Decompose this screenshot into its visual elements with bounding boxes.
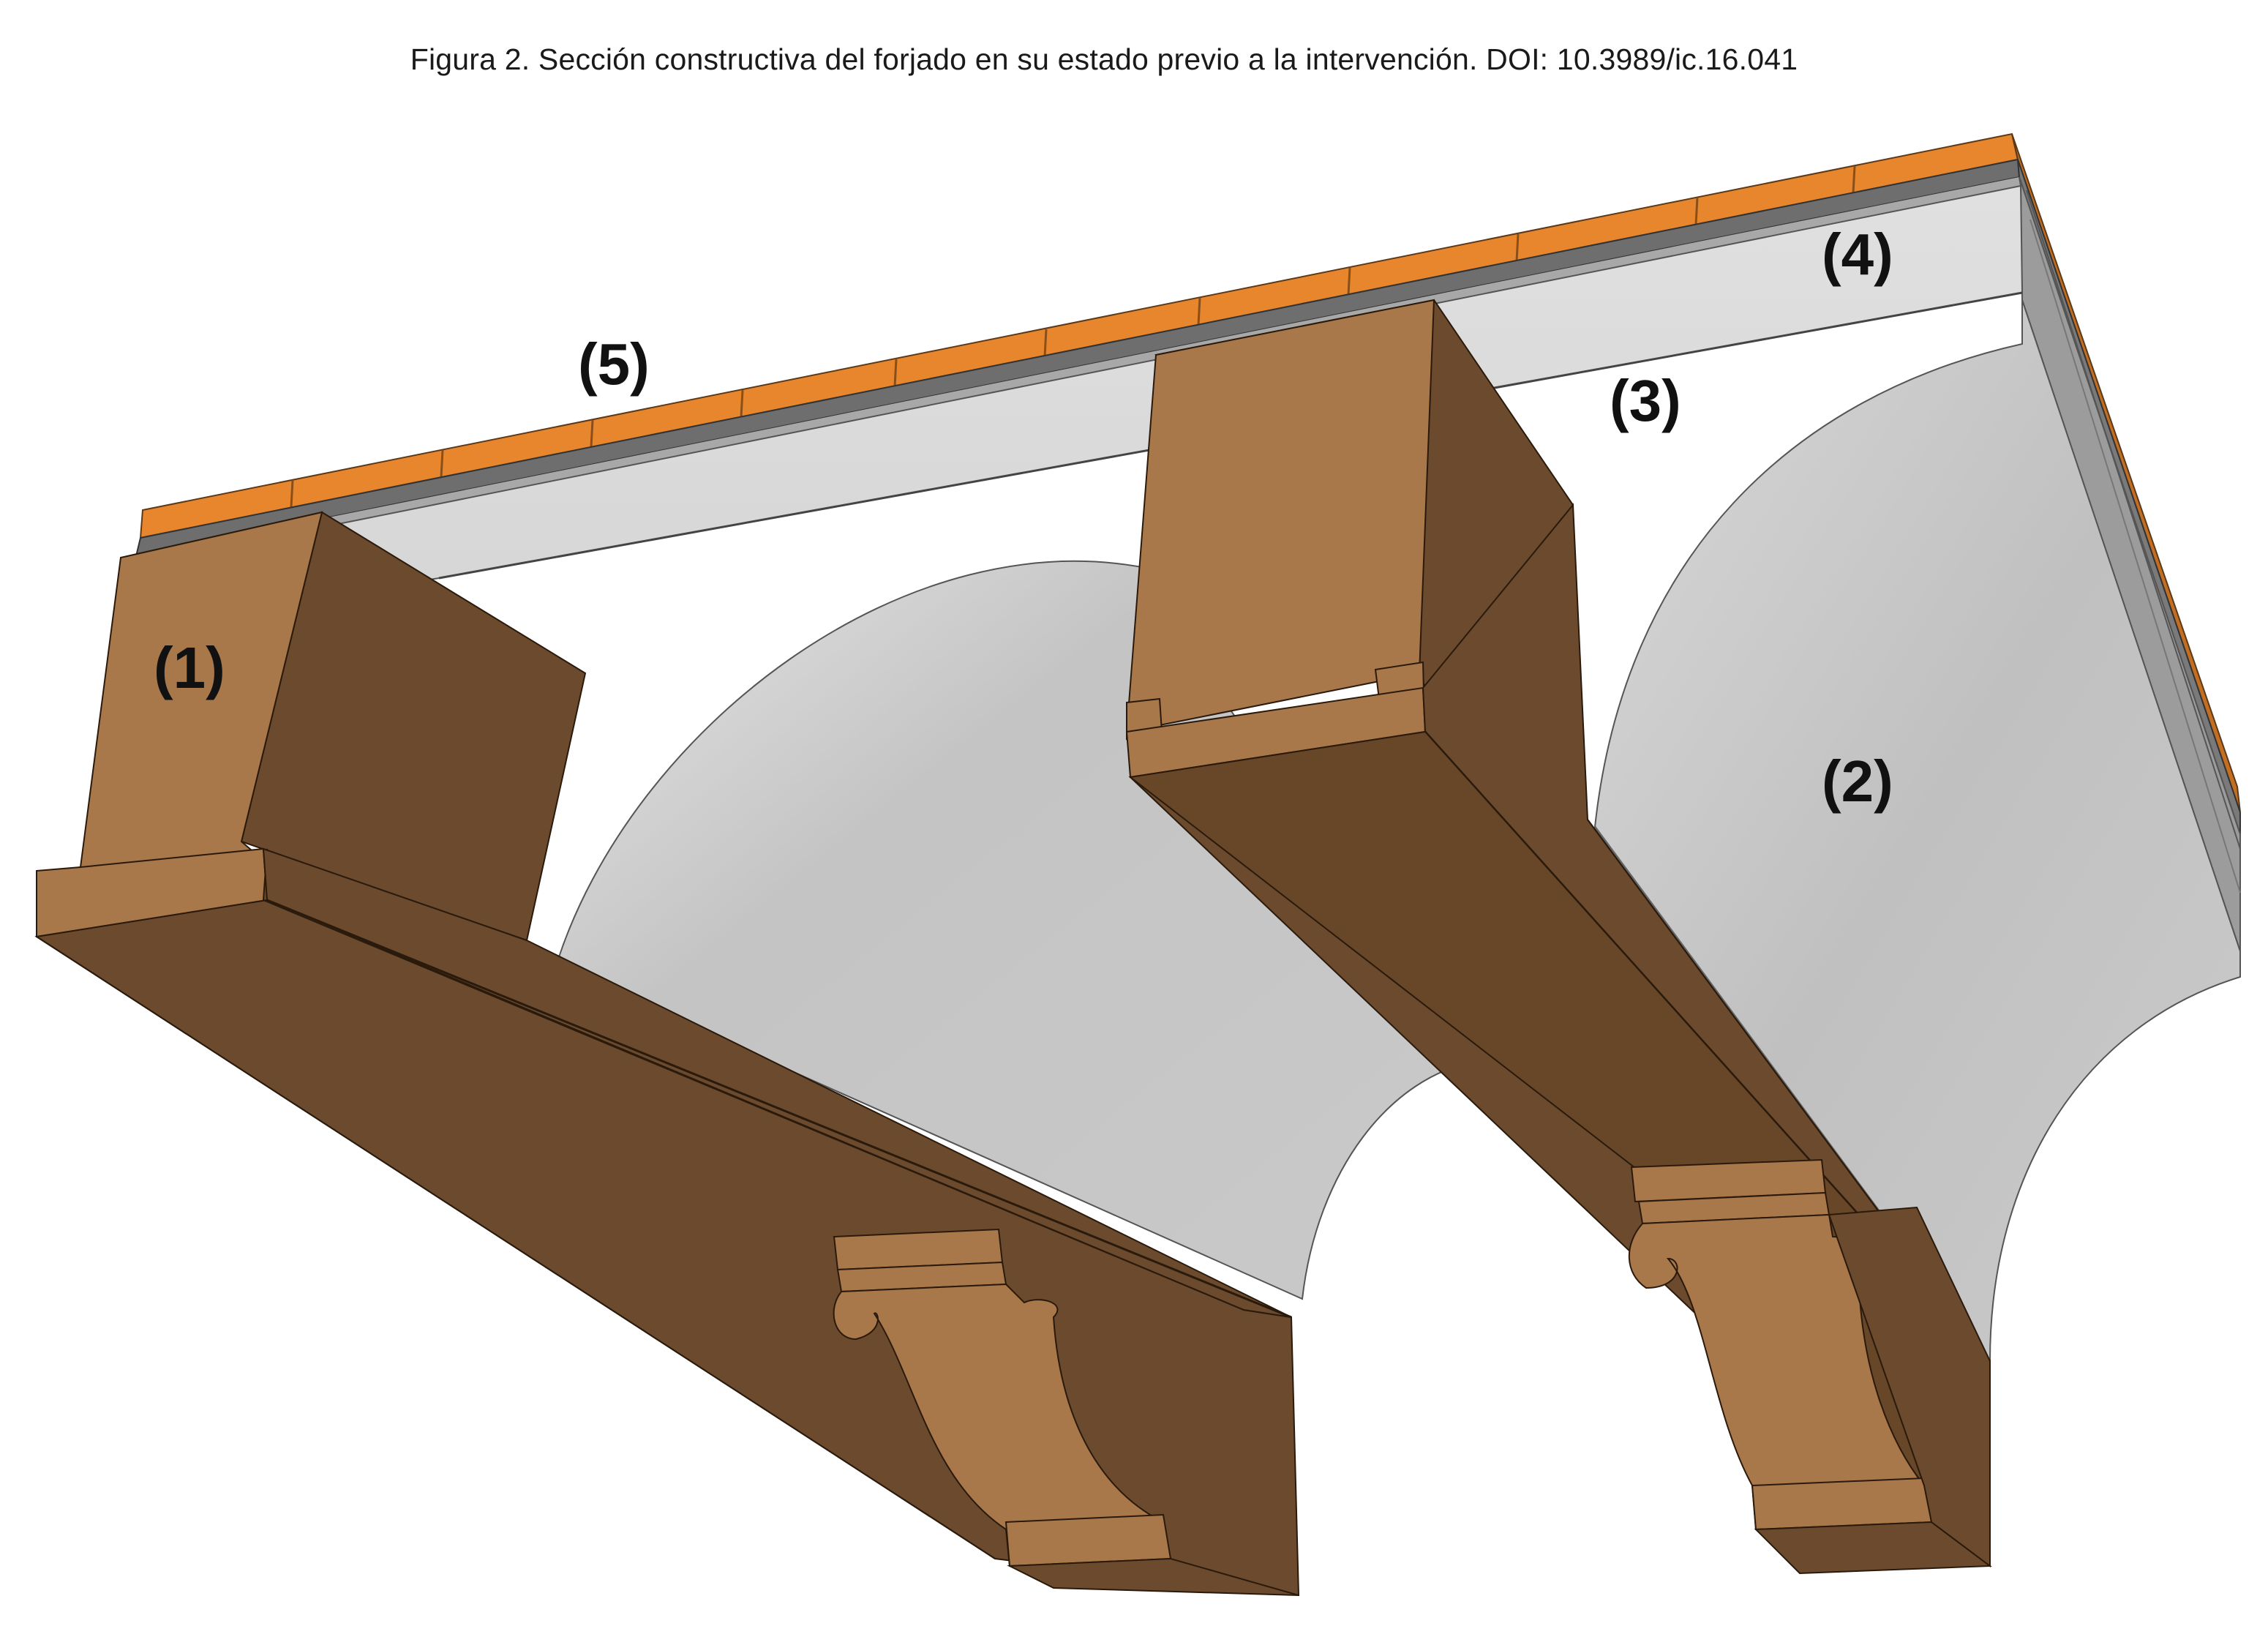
- bracket-left: [833, 1228, 1299, 1596]
- bracket-right: [1628, 1158, 1992, 1575]
- label-beam: (1): [154, 635, 225, 700]
- figure-caption: Figura 2. Sección constructiva del forja…: [410, 42, 1798, 76]
- label-vault: (2): [1822, 749, 1893, 814]
- tile-layer: [135, 132, 2241, 952]
- label-infill: (3): [1610, 368, 1681, 433]
- label-tiles: (5): [578, 331, 650, 397]
- label-screed: (4): [1822, 222, 1893, 287]
